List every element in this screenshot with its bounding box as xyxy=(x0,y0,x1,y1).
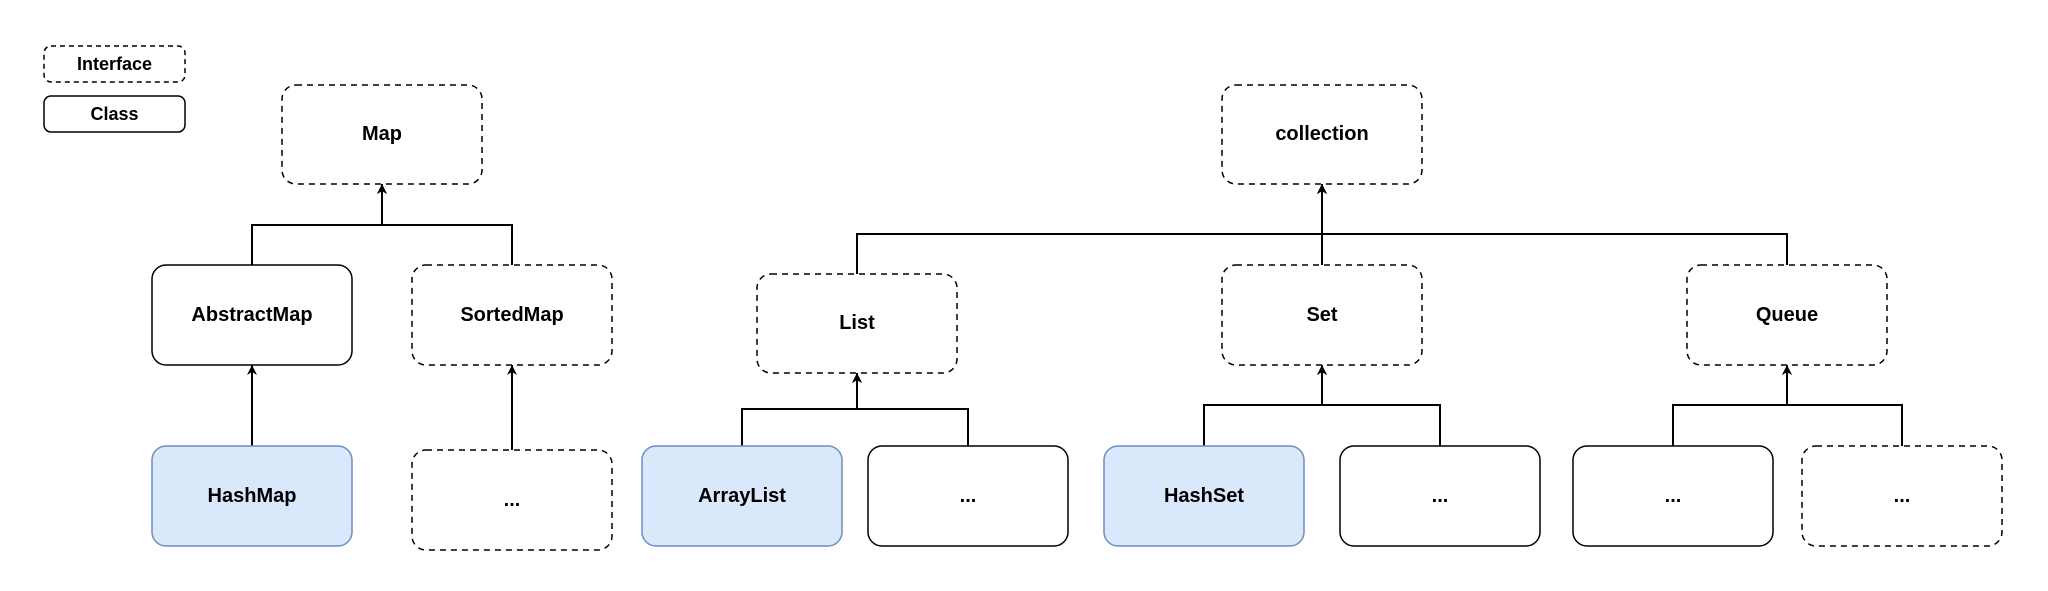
edge-list-to-collection xyxy=(856,184,1327,274)
node-hashmap-label: HashMap xyxy=(208,485,297,507)
node-set-label: Set xyxy=(1306,304,1337,326)
edge-list-more-to-list xyxy=(852,373,969,446)
node-queue-more-1: ... xyxy=(1572,445,1774,547)
node-hashset: HashSet xyxy=(1103,445,1305,547)
node-queue-more-1-label: ... xyxy=(1665,485,1682,507)
node-sortedmap-label: SortedMap xyxy=(460,304,563,326)
legend-class-label: Class xyxy=(90,104,138,124)
node-set-more: ... xyxy=(1339,445,1541,547)
connectors xyxy=(247,184,1903,450)
node-sortedmap-more-label: ... xyxy=(504,489,521,511)
edge-arraylist-to-list xyxy=(741,373,862,446)
node-queue-more-2: ... xyxy=(1801,445,2003,547)
node-queue: Queue xyxy=(1686,264,1888,366)
node-abstractmap-label: AbstractMap xyxy=(191,304,312,326)
node-queue-more-2-label: ... xyxy=(1894,485,1911,507)
node-map-label: Map xyxy=(362,123,402,145)
node-map: Map xyxy=(281,84,483,185)
node-arraylist-label: ArrayList xyxy=(698,485,786,507)
edge-queue-to-collection xyxy=(1317,184,1788,265)
legend-interface: Interface xyxy=(43,45,186,83)
node-list-more-label: ... xyxy=(960,485,977,507)
node-sortedmap-more: ... xyxy=(411,449,613,551)
node-queue-label: Queue xyxy=(1756,304,1818,326)
node-collection-label: collection xyxy=(1275,123,1368,145)
node-arraylist: ArrayList xyxy=(641,445,843,547)
legend-interface-label: Interface xyxy=(77,54,152,74)
legend: Interface Class xyxy=(43,45,186,133)
node-collection: collection xyxy=(1221,84,1423,185)
edge-hashset-to-set xyxy=(1203,365,1327,446)
node-hashset-label: HashSet xyxy=(1164,485,1244,507)
node-abstractmap: AbstractMap xyxy=(151,264,353,366)
edge-set-more-to-set xyxy=(1317,365,1441,446)
edge-sortedmap-to-map xyxy=(377,184,513,265)
node-list: List xyxy=(756,273,958,374)
edge-queue-more2-to-queue xyxy=(1782,365,1903,450)
node-hashmap: HashMap xyxy=(151,445,353,547)
node-list-label: List xyxy=(839,312,875,334)
edge-queue-more1-to-queue xyxy=(1672,365,1792,446)
node-list-more: ... xyxy=(867,445,1069,547)
edge-abstractmap-to-map xyxy=(251,184,387,265)
node-sortedmap: SortedMap xyxy=(411,264,613,366)
legend-class: Class xyxy=(43,95,186,133)
node-set-more-label: ... xyxy=(1432,485,1449,507)
node-set: Set xyxy=(1221,264,1423,366)
